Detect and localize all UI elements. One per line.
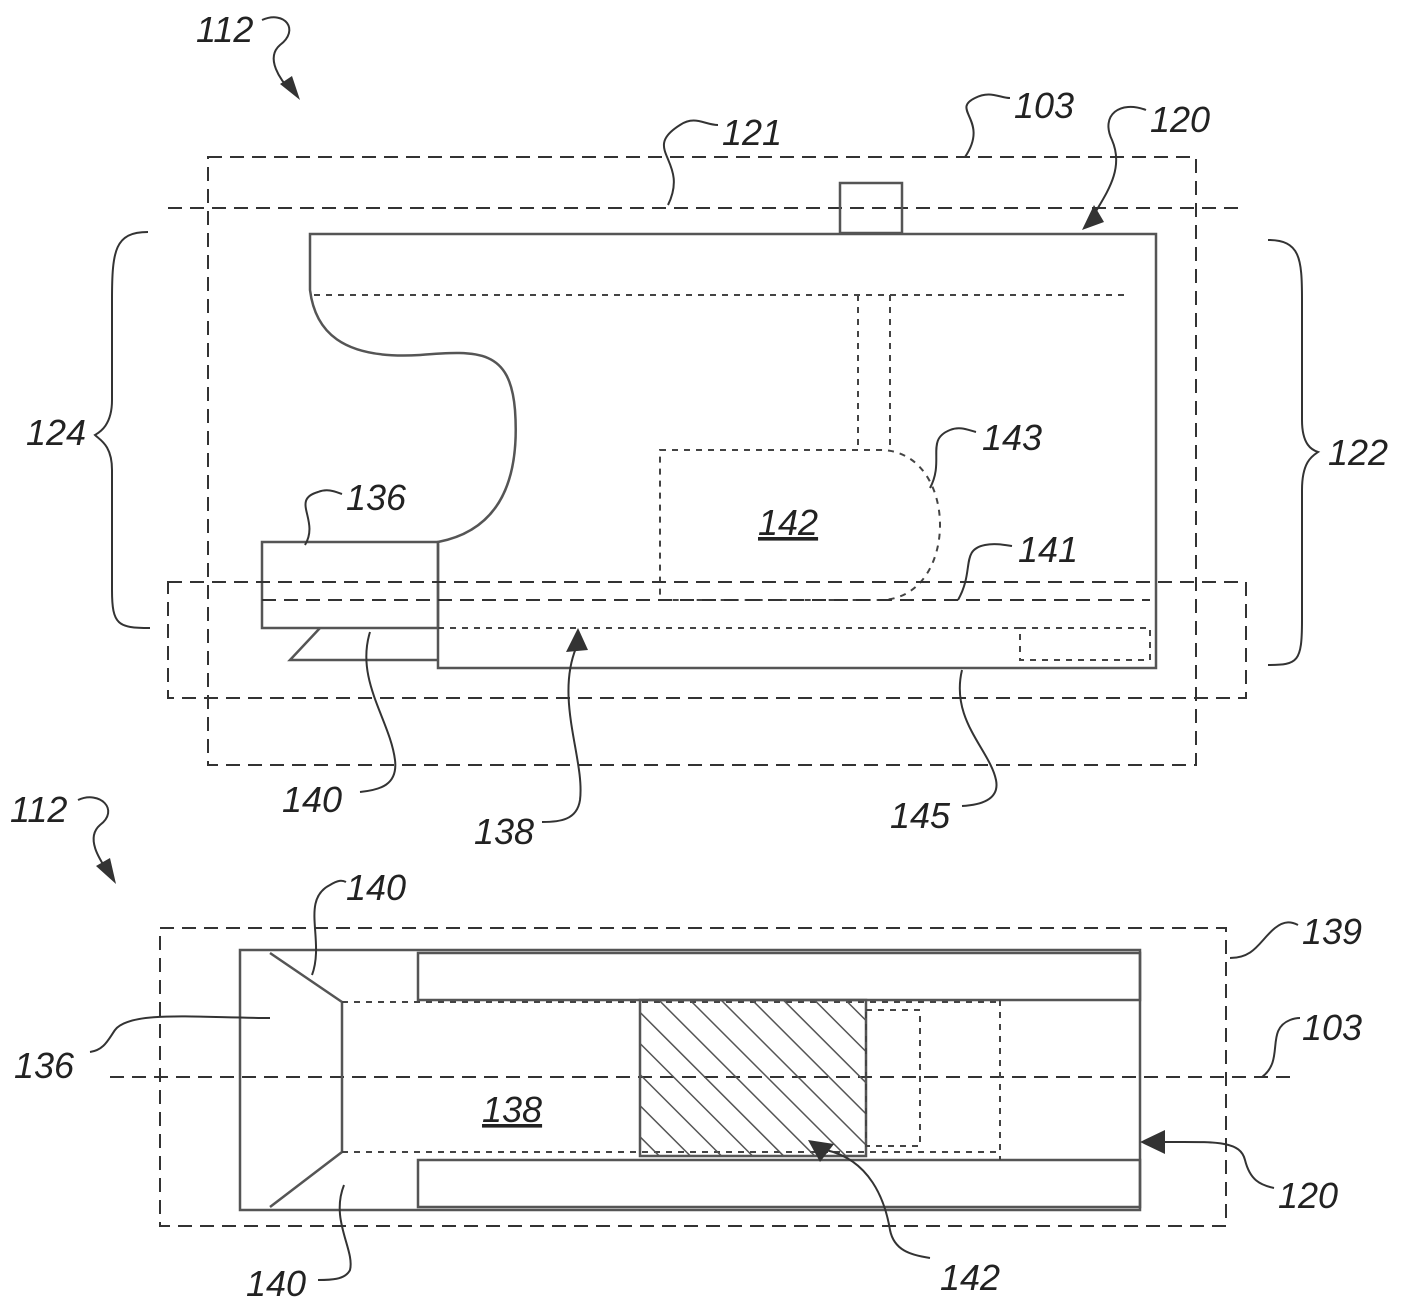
label-140-top: 140 — [282, 779, 342, 820]
label-120-top: 120 — [1150, 99, 1210, 140]
leader-139 — [1230, 922, 1298, 958]
label-139: 139 — [1302, 911, 1362, 952]
label-143: 143 — [982, 417, 1042, 458]
leader-120-top — [1092, 107, 1146, 218]
label-112-bottom: 112 — [10, 789, 67, 830]
leader-141 — [958, 544, 1012, 600]
leader-138-top — [542, 648, 581, 822]
label-103-bottom: 103 — [1302, 1007, 1362, 1048]
bottom-view: 112 138 140 139 136 103 120 140 — [10, 789, 1362, 1304]
leader-143 — [930, 428, 976, 488]
arrow-112-top-icon — [280, 76, 300, 100]
label-140-bottom-top: 140 — [346, 867, 406, 908]
leader-112-bottom — [78, 797, 108, 872]
label-140-bottom: 140 — [246, 1263, 306, 1304]
label-142-top: 142 — [758, 502, 818, 543]
label-120-bottom: 120 — [1278, 1175, 1338, 1216]
arrow-120-bottom-icon — [1140, 1130, 1165, 1154]
leader-103-top — [965, 94, 1010, 157]
label-138-top: 138 — [474, 811, 534, 852]
label-121: 121 — [722, 112, 782, 153]
label-124: 124 — [26, 412, 86, 453]
leader-140-bottom — [318, 1185, 351, 1280]
label-141: 141 — [1018, 529, 1078, 570]
top-box — [840, 183, 902, 233]
label-145: 145 — [890, 795, 951, 836]
leader-136-top — [305, 490, 342, 545]
rail-bottom — [418, 1160, 1140, 1207]
element-136-box — [262, 542, 438, 628]
rail-top — [418, 953, 1140, 1000]
outer-housing — [208, 157, 1196, 765]
top-view: 112 142 124 122 121 103 — [26, 9, 1388, 852]
element-140-wedge — [290, 628, 438, 660]
leader-142-bottom — [826, 1150, 930, 1258]
leader-140-top — [360, 632, 395, 792]
leader-145 — [960, 670, 997, 806]
leader-136-bottom — [90, 1016, 270, 1052]
vertical-channel — [858, 295, 890, 450]
inner-small-rect — [1020, 628, 1150, 660]
label-136-bottom: 136 — [14, 1045, 75, 1086]
bracket-122 — [1268, 240, 1318, 665]
label-103-top: 103 — [1014, 85, 1074, 126]
label-112-top: 112 — [196, 9, 253, 50]
arrow-112-bottom-icon — [96, 858, 116, 884]
label-122: 122 — [1328, 432, 1388, 473]
bracket-124 — [95, 232, 150, 628]
leader-120-bottom — [1162, 1142, 1274, 1188]
hatched-element-142 — [640, 1000, 866, 1156]
leader-103-bottom — [1262, 1018, 1300, 1077]
label-142-bottom: 142 — [940, 1257, 1000, 1298]
label-138-bottom: 138 — [482, 1089, 542, 1130]
leader-121 — [664, 121, 718, 205]
intake-flare — [270, 953, 342, 1207]
label-136-top: 136 — [346, 477, 407, 518]
arrow-138-top-icon — [566, 628, 588, 652]
